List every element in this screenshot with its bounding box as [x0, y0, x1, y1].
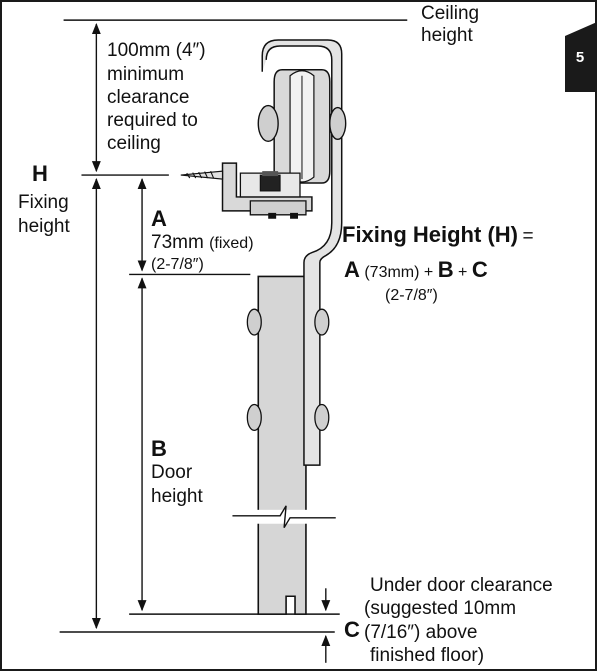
clearance-label-line4: required to [107, 110, 198, 131]
formula-equals: = [522, 226, 534, 247]
dimension-b-label-line2: height [151, 486, 203, 507]
ceiling-label-line1: Ceiling [421, 3, 480, 24]
formula-b: B [437, 257, 454, 282]
clearance-measure: 100mm (4″) [107, 40, 206, 61]
dimension-b-label-line1: Door [151, 462, 193, 483]
clearance-c-line3: (7/16″) above [364, 622, 478, 643]
clearance-label-line3: clearance [107, 87, 190, 108]
step-number: 5 [575, 48, 585, 66]
dimension-a-note: (fixed) [209, 235, 254, 252]
dimension-a-letter: A [151, 206, 167, 231]
clearance-label-line5: ceiling [107, 133, 161, 154]
fixing-label-line2: height [18, 216, 70, 237]
bolt-head [259, 174, 281, 192]
hanger-strap [261, 39, 343, 466]
formula-plus-1: + [423, 264, 434, 281]
fixing-label-line1: Fixing [18, 192, 69, 213]
strap-bolts [246, 308, 330, 432]
clearance-c-line2: (suggested 10mm [364, 598, 517, 619]
dimension-c-letter: C [344, 617, 360, 642]
fixing-screw [180, 170, 224, 180]
formula-title: Fixing Height (H) [342, 222, 518, 247]
track-bracket [221, 162, 313, 219]
fixing-h-letter: H [32, 161, 48, 186]
formula-a-value: (73mm) [364, 264, 420, 281]
formula-expression: A (73mm) + B + C [344, 257, 488, 283]
ceiling-label-line2: height [421, 25, 473, 46]
clearance-c-line4: finished floor) [370, 645, 485, 666]
clearance-label-line2: minimum [107, 64, 185, 85]
formula-c: C [471, 257, 488, 282]
dimension-a-mm: 73mm [151, 232, 204, 253]
step-number-badge: 5 [563, 22, 597, 92]
dimension-b-letter: B [151, 436, 167, 461]
dimension-a-value: 73mm (fixed) [151, 232, 254, 253]
formula-a-imperial: (2-7/8″) [385, 287, 438, 304]
formula-plus-2: + [458, 264, 468, 281]
formula-a: A [344, 257, 360, 282]
formula-title-line: Fixing Height (H) = [342, 222, 534, 248]
roller-wheel [257, 69, 347, 184]
clearance-c-line1: Under door clearance [370, 575, 553, 596]
dimension-a-imperial: (2-7/8″) [151, 256, 204, 273]
